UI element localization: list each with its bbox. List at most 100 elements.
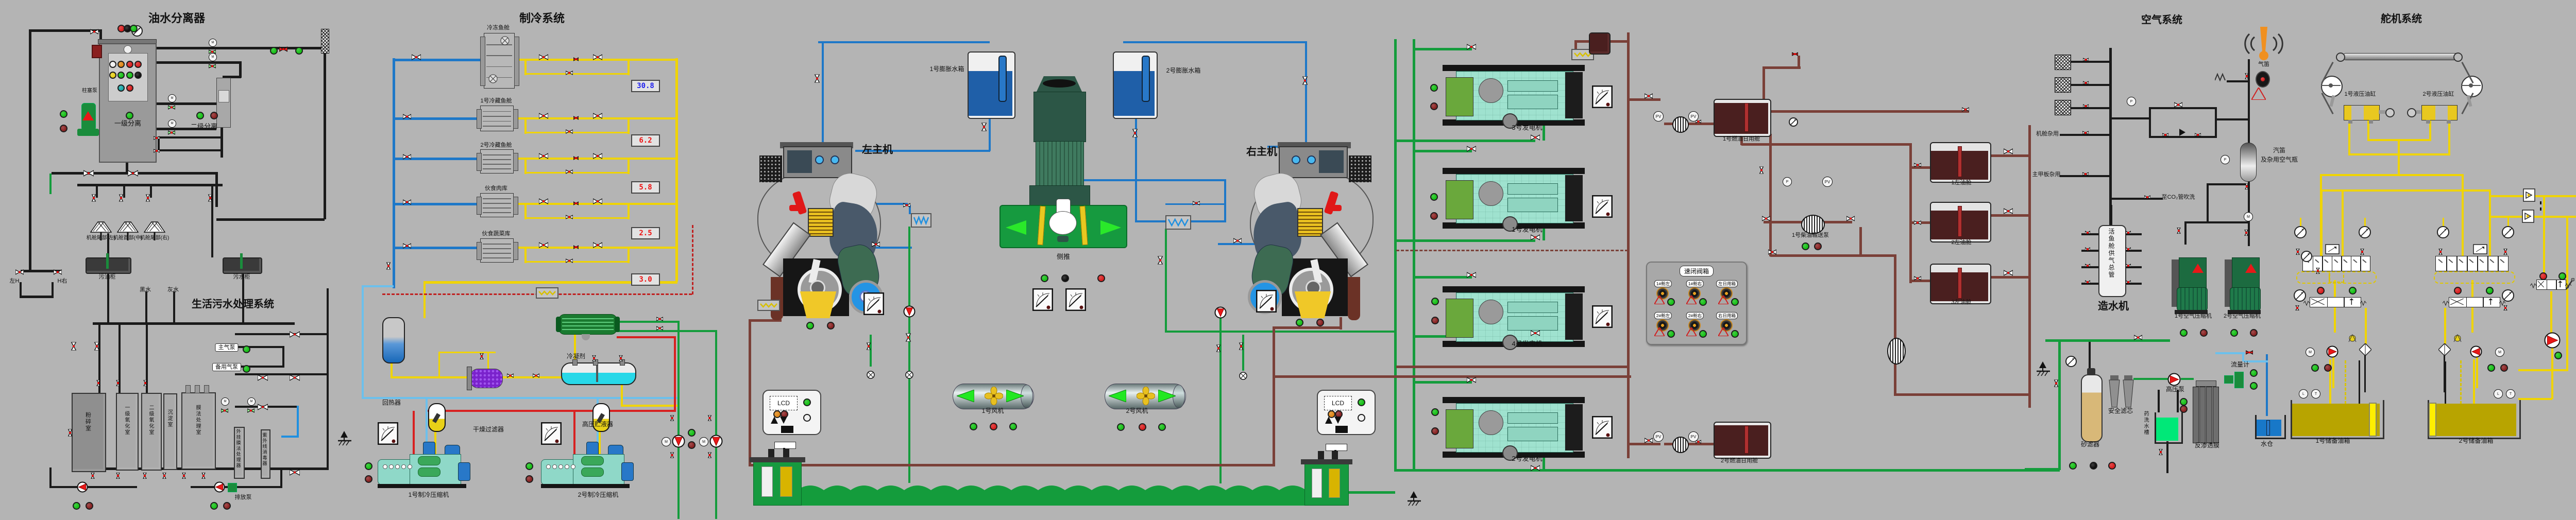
- pump[interactable]: [1214, 306, 1227, 319]
- valve[interactable]: [1233, 237, 1242, 244]
- valve[interactable]: [2438, 248, 2445, 255]
- refrigeration-compressor[interactable]: [541, 442, 636, 493]
- valve[interactable]: [115, 472, 123, 479]
- valve[interactable]: [67, 428, 75, 437]
- air-compressor[interactable]: [2225, 257, 2264, 315]
- valve[interactable]: [538, 152, 549, 160]
- valve[interactable]: [53, 268, 62, 275]
- valve[interactable]: [2244, 229, 2251, 236]
- updown-buttons[interactable]: [771, 417, 788, 424]
- updown-buttons[interactable]: [1325, 417, 1343, 424]
- valve[interactable]: [143, 379, 150, 387]
- gear-pump[interactable]: [1672, 437, 1689, 453]
- valve[interactable]: [669, 452, 676, 459]
- valve[interactable]: [2082, 169, 2089, 177]
- qc-valve-release[interactable]: [1688, 287, 1701, 300]
- valve[interactable]: [289, 331, 300, 338]
- valve[interactable]: [402, 198, 412, 205]
- valve[interactable]: [618, 355, 625, 362]
- valve[interactable]: [538, 54, 549, 61]
- valve[interactable]: [2082, 101, 2089, 109]
- valve[interactable]: [1530, 464, 1540, 472]
- qc-trip-triangle[interactable]: [1717, 294, 1730, 305]
- qc-trip-triangle[interactable]: [1685, 294, 1698, 305]
- valve[interactable]: [2176, 227, 2183, 234]
- pilot-valve[interactable]: [2522, 210, 2534, 223]
- valve[interactable]: [386, 262, 393, 270]
- valve[interactable]: [1530, 234, 1540, 241]
- cold-room-evaporator[interactable]: [477, 238, 518, 263]
- valve[interactable]: [1913, 274, 1922, 281]
- pilot-valve[interactable]: [2523, 188, 2535, 202]
- valve[interactable]: [1302, 76, 1309, 85]
- valve[interactable]: [153, 133, 160, 141]
- valve[interactable]: [573, 242, 579, 250]
- valve[interactable]: [2084, 228, 2091, 235]
- valve[interactable]: [538, 241, 549, 249]
- valve[interactable]: [2054, 379, 2061, 387]
- pump[interactable]: [709, 435, 723, 448]
- valve[interactable]: [592, 198, 603, 205]
- valve[interactable]: [565, 68, 573, 75]
- valve[interactable]: [1768, 248, 1777, 255]
- cold-room-evaporator[interactable]: [477, 149, 518, 174]
- valve[interactable]: [981, 122, 988, 131]
- valve[interactable]: [565, 213, 573, 219]
- valve[interactable]: [1466, 376, 1477, 384]
- valve[interactable]: [1530, 330, 1540, 337]
- air-compressor[interactable]: [2172, 257, 2211, 315]
- valve[interactable]: [2084, 245, 2091, 252]
- valve[interactable]: [1644, 92, 1653, 99]
- valve[interactable]: [814, 74, 821, 83]
- valve[interactable]: [871, 240, 880, 247]
- valve[interactable]: [565, 127, 573, 134]
- valve[interactable]: [411, 54, 421, 61]
- valve[interactable]: [538, 112, 549, 119]
- valve[interactable]: [592, 112, 603, 119]
- valve[interactable]: [2245, 348, 2253, 355]
- valve[interactable]: [2084, 278, 2091, 285]
- valve[interactable]: [591, 355, 599, 362]
- pump[interactable]: [903, 305, 916, 318]
- valve[interactable]: [565, 256, 573, 263]
- ro-membrane[interactable]: [2193, 380, 2219, 444]
- valve[interactable]: [2244, 183, 2251, 190]
- qc-trip-triangle[interactable]: [1685, 326, 1698, 337]
- valve[interactable]: [201, 472, 208, 479]
- valve[interactable]: [1644, 437, 1653, 443]
- pump[interactable]: [672, 435, 685, 448]
- gear-pump[interactable]: [1887, 338, 1906, 365]
- valve[interactable]: [2144, 193, 2151, 200]
- valve[interactable]: [289, 374, 300, 381]
- valve[interactable]: [2174, 101, 2183, 108]
- valve[interactable]: [90, 472, 97, 479]
- valve[interactable]: [2503, 305, 2510, 311]
- qc-valve-release[interactable]: [1720, 287, 1733, 300]
- gear-pump[interactable]: [1672, 116, 1689, 133]
- valve[interactable]: [1530, 134, 1540, 141]
- pump[interactable]: [2326, 345, 2338, 358]
- valve[interactable]: [2003, 148, 2013, 155]
- valve[interactable]: [573, 199, 579, 206]
- valve[interactable]: [2503, 248, 2510, 255]
- valve[interactable]: [1759, 166, 1766, 174]
- valve[interactable]: [115, 379, 123, 387]
- pump[interactable]: [2167, 373, 2181, 386]
- valve[interactable]: [655, 315, 664, 321]
- valve[interactable]: [402, 153, 412, 160]
- lcd-control-panel[interactable]: LCD: [762, 390, 821, 435]
- valve[interactable]: [2295, 305, 2302, 311]
- valve[interactable]: [402, 113, 412, 119]
- valve[interactable]: [1466, 271, 1477, 279]
- valve[interactable]: [127, 169, 139, 177]
- qc-trip-triangle[interactable]: [1653, 326, 1666, 337]
- generator[interactable]: [1443, 65, 1585, 129]
- qc-trip-triangle[interactable]: [1653, 294, 1666, 305]
- valve[interactable]: [91, 194, 98, 202]
- valve[interactable]: [707, 452, 714, 459]
- valve[interactable]: [2360, 248, 2367, 255]
- valve[interactable]: [1157, 255, 1164, 265]
- pump[interactable]: [2544, 332, 2561, 349]
- valve[interactable]: [532, 371, 540, 378]
- valve[interactable]: [573, 113, 579, 120]
